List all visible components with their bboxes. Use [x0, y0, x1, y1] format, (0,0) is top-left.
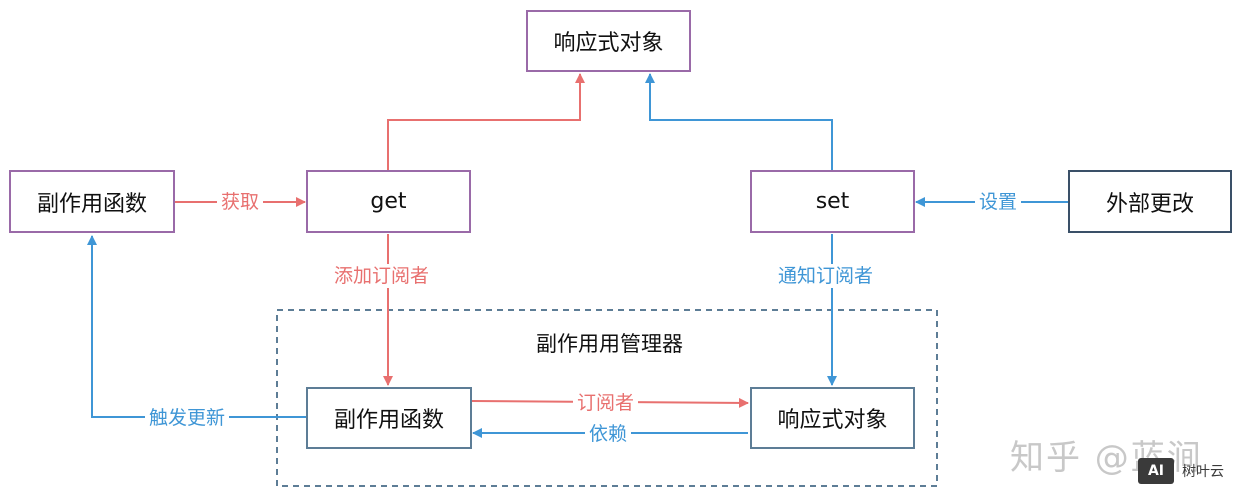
get-node: get	[306, 170, 471, 233]
ai-logo-text: AI	[1147, 463, 1165, 479]
manager-container-border	[276, 309, 938, 487]
edge-label-trigger-update: 触发更新	[145, 406, 230, 430]
manager-reactive-label: 响应式对象	[777, 408, 888, 433]
manager-side-effect-label: 副作用函数	[333, 408, 444, 433]
side-effect-function-node: 副作用函数	[9, 170, 175, 233]
edge-get-to-reactive	[387, 73, 585, 170]
edge-set-to-reactive	[645, 73, 833, 170]
get-label: get	[370, 189, 407, 214]
manager-side-effect-node: 副作用函数	[306, 387, 472, 449]
edge-label-depend: 依赖	[585, 422, 632, 446]
side-effect-function-label: 副作用函数	[36, 191, 147, 217]
edge-label-add-subscriber: 添加订阅者	[330, 264, 434, 288]
brand-watermark: 树叶云	[1182, 464, 1224, 480]
set-node: set	[750, 170, 915, 233]
manager-container-title: 副作用用管理器	[536, 332, 683, 356]
edge-label-notify-subscribers: 通知订阅者	[774, 264, 878, 288]
set-label: set	[815, 189, 850, 214]
external-change-label: 外部更改	[1105, 191, 1194, 217]
ai-logo-icon: AI	[1138, 458, 1174, 484]
edge-label-fetch: 获取	[217, 190, 264, 214]
reactive-object-top-label: 响应式对象	[553, 31, 664, 56]
edge-trigger-update	[87, 235, 306, 418]
edge-label-set: 设置	[975, 190, 1022, 214]
external-change-node: 外部更改	[1068, 170, 1232, 233]
reactive-object-top-node: 响应式对象	[526, 10, 691, 72]
edge-label-subscriber: 订阅者	[573, 391, 639, 415]
manager-reactive-node: 响应式对象	[750, 387, 915, 449]
